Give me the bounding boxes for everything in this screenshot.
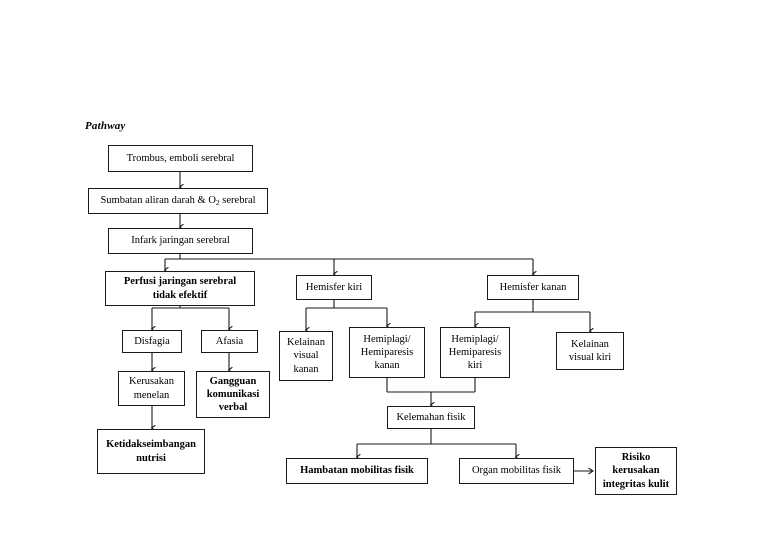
node-hambatan-mobilitas: Hambatan mobilitas fisik xyxy=(286,458,428,484)
node-infark: Infark jaringan serebral xyxy=(108,228,253,254)
node-label-kelemahan-fisik: Kelemahan fisik xyxy=(396,411,466,423)
node-label-trombus: Trombus, emboli serebral xyxy=(126,152,235,164)
node-label-sumbatan: Sumbatan aliran darah & O2 serebral xyxy=(100,195,256,208)
node-trombus: Trombus, emboli serebral xyxy=(108,145,253,172)
node-hemisfer-kanan: Hemisfer kanan xyxy=(487,275,579,300)
node-label-hemisfer-kiri: Hemisfer kiri xyxy=(305,281,363,293)
node-label-hambatan-mobilitas: Hambatan mobilitas fisik xyxy=(300,465,414,477)
node-organ-mobilitas: Organ mobilitas fisik xyxy=(459,458,574,484)
node-sumbatan: Sumbatan aliran darah & O2 serebral xyxy=(88,188,268,214)
node-label-organ-mobilitas: Organ mobilitas fisik xyxy=(471,465,562,477)
node-label-disfagia: Disfagia xyxy=(134,335,170,347)
node-label-infark: Infark jaringan serebral xyxy=(131,235,230,247)
node-disfagia: Disfagia xyxy=(122,330,182,353)
page-title: Pathway xyxy=(85,120,126,132)
node-label-afasia: Afasia xyxy=(215,335,244,347)
node-kelemahan-fisik: Kelemahan fisik xyxy=(387,406,475,429)
node-hemisfer-kiri: Hemisfer kiri xyxy=(296,275,372,300)
node-label-hemisfer-kanan: Hemisfer kanan xyxy=(499,281,567,293)
node-afasia: Afasia xyxy=(201,330,258,353)
